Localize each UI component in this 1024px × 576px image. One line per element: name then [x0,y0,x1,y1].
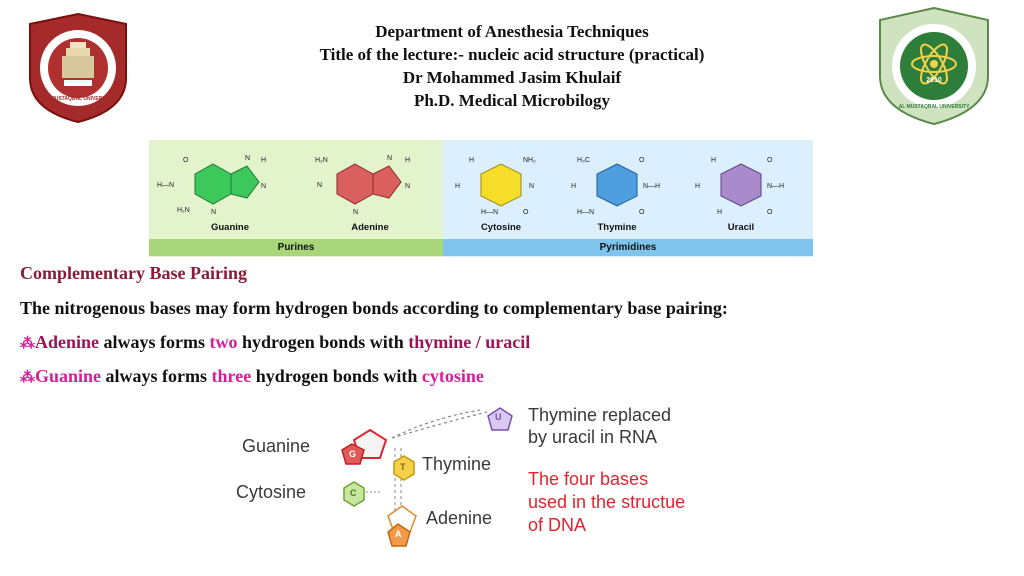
svg-text:O: O [523,209,529,216]
thymine-structure: H₃C O H N—H H—N O [571,157,660,216]
letter-t: T [400,462,406,472]
diagram-label-thymine: Thymine [422,454,492,474]
svg-text:H: H [711,157,716,164]
diagram-label-guanine: Guanine [242,436,311,456]
svg-text:H: H [455,183,460,190]
university-logo-left [29,12,127,124]
thymine-ring [393,455,415,481]
logo-left-text: AL MUSTAQBAL UNIVERSITY [42,96,114,102]
svg-text:H: H [695,183,700,190]
svg-text:H—N: H—N [157,182,174,189]
guanine-bond-count: three [211,366,252,386]
svg-text:H—N: H—N [481,209,498,216]
adenine-structure: H₂N N N N H N [315,155,410,216]
adenine-rule-text1: always forms [99,332,210,352]
nitrogen-bases-figure: O H—N H₂N N N H N H₂N N N N H N H NH₂ H N H—N O [149,140,813,257]
svg-text:N—H: N—H [767,183,784,190]
pyrimidines-band: Pyrimidines [443,239,813,256]
svg-text:H: H [717,209,722,216]
bullet-icon: ⁂ [20,370,35,386]
guanine-rule-text2: hydrogen bonds with [251,366,422,386]
svg-text:H: H [405,157,410,164]
svg-text:O: O [639,209,645,216]
label-uracil: Uracil [727,222,755,233]
svg-text:N: N [529,183,534,190]
department-title: Department of Anesthesia Techniques [375,22,649,41]
letter-u: U [495,412,502,422]
letter-c: C [350,488,357,498]
svg-text:N—H: N—H [643,183,660,190]
svg-text:N: N [211,209,216,216]
svg-text:H₂N: H₂N [177,207,190,214]
svg-text:H: H [469,157,474,164]
logo-right-text: AL MUSTAQBAL UNIVERSITY [898,104,970,110]
intro-paragraph: The nitrogenous bases may form hydrogen … [20,298,728,318]
svg-text:H₂N: H₂N [315,157,328,164]
logo-right-year: 2010 [926,77,942,84]
purines-background [149,140,443,257]
svg-text:O: O [183,157,189,164]
guanine-word: Guanine [35,366,102,386]
svg-text:N: N [261,183,266,190]
lecturer-degree: Ph.D. Medical Microbilogy [413,91,611,110]
section-title: Complementary Base Pairing [20,263,247,283]
four-bases-note: The four bases used in the structue of D… [528,469,686,535]
svg-text:N: N [387,155,392,162]
svg-text:H: H [571,183,576,190]
svg-text:H: H [261,157,266,164]
lecturer-name: Dr Mohammed Jasim Khulaif [402,68,622,87]
cytosine-structure: H NH₂ H N H—N O [455,157,536,216]
uracil-note: Thymine replaced by uracil in RNA [528,405,672,447]
svg-text:N: N [317,182,322,189]
university-logo-right [879,6,989,126]
letter-a: A [395,529,402,539]
header: Department of Anesthesia Techniques Titl… [0,20,1024,112]
label-thymine: Thymine [597,222,637,233]
base-pairing-diagram: Guanine Cytosine Thymine Adenine Thymine… [232,398,752,568]
svg-text:H—N: H—N [577,209,594,216]
purines-band: Purines [149,239,443,256]
pairing-shapes [341,407,513,547]
diagram-label-adenine: Adenine [426,508,493,528]
guanine-structure: O H—N H₂N N N H N [157,155,266,216]
svg-text:O: O [639,157,645,164]
label-cytosine: Cytosine [480,222,522,233]
guanine-ring [341,443,365,465]
adenine-word: Adenine [35,332,100,352]
uracil-structure: H O H N—H H O [695,157,784,216]
label-adenine: Adenine [351,222,389,233]
guanine-rule: ⁂Guanine always forms three hydrogen bon… [20,366,484,387]
svg-text:O: O [767,157,773,164]
uracil-ring [487,407,513,431]
cytosine-ring [343,481,365,507]
adenine-rule: ⁂Adenine always forms two hydrogen bonds… [20,332,530,353]
svg-text:N: N [245,155,250,162]
base-structures: O H—N H₂N N N H N H₂N N N N H N H NH₂ H N H—N O [157,155,784,216]
svg-text:N: N [353,209,358,216]
svg-text:H₃C: H₃C [577,157,590,164]
adenine-ring [387,523,411,547]
adenine-bond-count: two [209,332,238,352]
guanine-partner: cytosine [421,366,484,386]
label-guanine: Guanine [210,222,249,233]
adenine-rule-text2: hydrogen bonds with [237,332,409,352]
guanine-rule-text1: always forms [101,366,212,386]
lecture-title: Title of the lecture:- nucleic acid stru… [319,45,705,64]
adenine-partner: thymine / uracil [408,332,531,352]
svg-text:O: O [767,209,773,216]
letter-g: G [349,449,357,459]
svg-text:NH₂: NH₂ [523,157,536,164]
bullet-icon: ⁂ [20,336,35,352]
svg-text:N: N [405,183,410,190]
diagram-label-cytosine: Cytosine [236,482,307,502]
